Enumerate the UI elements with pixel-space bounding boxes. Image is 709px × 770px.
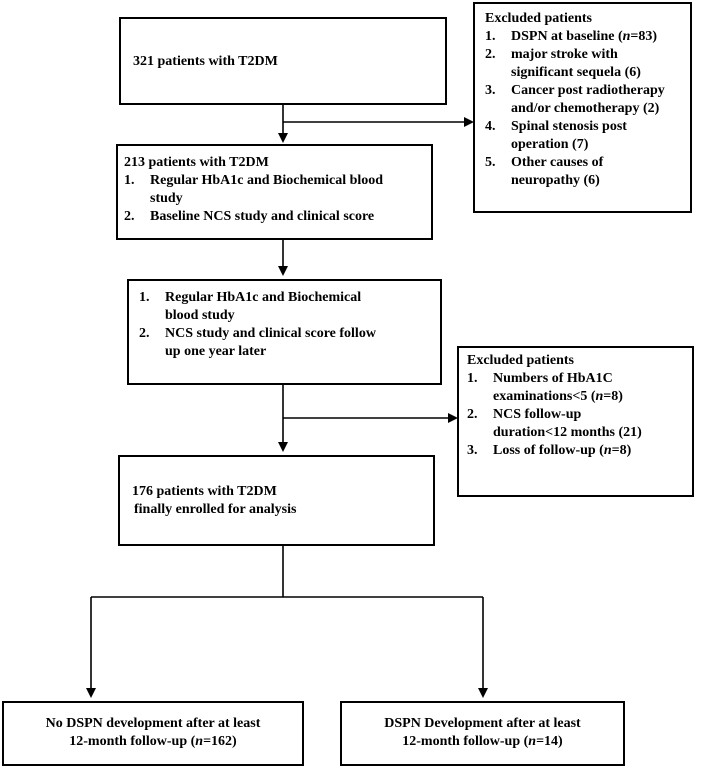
box-excluded-baseline: Excluded patients 1. DSPN at baseline (n=… — [473, 2, 692, 213]
list-item-number: 1. — [485, 29, 496, 44]
box-excluded-followup: Excluded patients 1. Numbers of HbA1C exam… — [457, 346, 694, 497]
dspn-line2: 12-month follow-up (n=14) — [402, 734, 563, 749]
list-item: 2. NCS follow-up duration<12 months (21) — [467, 406, 688, 442]
box-initial-cohort: 321 patients with T2DM — [119, 17, 447, 105]
list-item-line: Spinal stenosis post — [511, 119, 627, 134]
list-item-line: operation (7) — [511, 137, 589, 152]
list-item-line: examinations<5 (n=8) — [493, 389, 623, 404]
list-item: 1. Numbers of HbA1C examinations<5 (n=8) — [467, 370, 688, 406]
followup-study-list: 1. Regular HbA1c and Biochemical blood stu… — [139, 289, 436, 361]
list-item: 1. Regular HbA1c and Biochemical blood stu… — [124, 172, 427, 208]
list-item-line: Cancer post radiotherapy — [511, 83, 665, 98]
box-213-patients: 213 patients with T2DM 1. Regular HbA1c a… — [116, 144, 433, 240]
list-item: 2. major stroke with significant sequela (… — [485, 46, 686, 82]
box-213-title: 213 patients with T2DM — [124, 155, 269, 170]
excluded-followup-title: Excluded patients — [467, 353, 574, 368]
box-followup-study: 1. Regular HbA1c and Biochemical blood stu… — [127, 279, 442, 385]
box-dspn-outcome: DSPN Development after at least 12-month… — [340, 701, 625, 766]
list-item-number: 3. — [485, 83, 496, 98]
list-item-line: Other causes of — [511, 155, 604, 170]
initial-cohort-text: 321 patients with T2DM — [133, 54, 278, 69]
dspn-line1: DSPN Development after at least — [384, 716, 581, 731]
enrolled-line2: finally enrolled for analysis — [134, 502, 297, 517]
list-item-line: NCS study and clinical score follow — [165, 326, 376, 341]
list-item-line: duration<12 months (21) — [493, 425, 642, 440]
list-item-line: Numbers of HbA1C — [493, 371, 613, 386]
list-item: 2. Baseline NCS study and clinical score — [124, 208, 427, 226]
list-item-number: 1. — [124, 173, 135, 188]
list-item-line: study — [150, 191, 183, 206]
list-item-number: 5. — [485, 155, 496, 170]
list-item-line: neuropathy (6) — [511, 173, 600, 188]
box-213-list: 1. Regular HbA1c and Biochemical blood stu… — [124, 172, 427, 226]
excluded-followup-list: 1. Numbers of HbA1C examinations<5 (n=8) 2.… — [467, 370, 688, 460]
box-no-dspn-outcome: No DSPN development after at least 12-mo… — [2, 701, 304, 766]
box-176-enrolled: 176 patients with T2DM finally enrolled … — [118, 455, 435, 546]
list-item: 3. Cancer post radiotherapy and/or chemoth… — [485, 82, 686, 118]
list-item-line: Loss of follow-up (n=8) — [493, 443, 632, 458]
list-item: 5. Other causes of neuropathy (6) — [485, 154, 686, 190]
list-item-number: 3. — [467, 443, 478, 458]
list-item-line: Baseline NCS study and clinical score — [150, 209, 375, 224]
list-item-number: 2. — [139, 326, 150, 341]
excluded-baseline-title: Excluded patients — [485, 11, 592, 26]
list-item-line: DSPN at baseline (n=83) — [511, 29, 658, 44]
list-item-number: 2. — [124, 209, 135, 224]
list-item-number: 1. — [467, 371, 478, 386]
list-item-number: 1. — [139, 290, 150, 305]
list-item: 2. NCS study and clinical score follow up … — [139, 325, 436, 361]
list-item-number: 2. — [467, 407, 478, 422]
list-item-line: major stroke with — [511, 47, 618, 62]
excluded-baseline-list: 1. DSPN at baseline (n=83) 2. major stroke … — [485, 28, 686, 190]
list-item-line: significant sequela (6) — [511, 65, 641, 80]
no-dspn-line2: 12-month follow-up (n=162) — [69, 734, 237, 749]
list-item: 1. Regular HbA1c and Biochemical blood stu… — [139, 289, 436, 325]
list-item-line: Regular HbA1c and Biochemical blood — [150, 173, 384, 188]
list-item-line: Regular HbA1c and Biochemical — [165, 290, 362, 305]
list-item: 3. Loss of follow-up (n=8) — [467, 442, 688, 460]
list-item: 4. Spinal stenosis post operation (7) — [485, 118, 686, 154]
list-item: 1. DSPN at baseline (n=83) — [485, 28, 686, 46]
list-item-line: up one year later — [165, 344, 267, 359]
list-item-line: blood study — [165, 308, 235, 323]
enrolled-line1: 176 patients with T2DM — [132, 484, 277, 499]
list-item-number: 2. — [485, 47, 496, 62]
list-item-line: NCS follow-up — [493, 407, 582, 422]
list-item-line: and/or chemotherapy (2) — [511, 101, 660, 116]
list-item-number: 4. — [485, 119, 496, 134]
no-dspn-line1: No DSPN development after at least — [45, 716, 261, 731]
